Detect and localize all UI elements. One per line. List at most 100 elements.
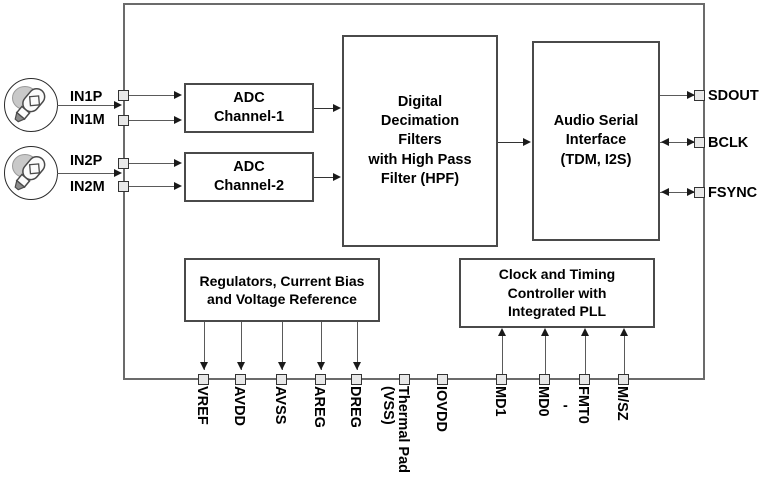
sdout-arrowhead xyxy=(687,91,695,99)
pin-label-fsync: FSYNC xyxy=(708,185,758,201)
pin-pad-iovdd xyxy=(437,374,448,385)
regulators-label-line2: and Voltage Reference xyxy=(207,291,357,307)
mic1-signal-line xyxy=(57,105,119,106)
avdd-arrowhead xyxy=(236,362,245,370)
clock-timing-controller-block: Clock and Timing Controller with Integra… xyxy=(459,258,655,328)
pin-pad-areg xyxy=(315,374,326,385)
filters-to-asi-arrowhead xyxy=(523,138,531,146)
pin-pad-in2m xyxy=(118,181,129,192)
adc-channel-1-block: ADC Channel-1 xyxy=(184,83,314,133)
in1m-to-adc1-arrowhead xyxy=(174,116,182,124)
clock-label-line3: Integrated PLL xyxy=(507,303,606,320)
fsync-arrowhead-left xyxy=(661,188,669,196)
audio-serial-interface-block: Audio Serial Interface (TDM, I2S) xyxy=(532,41,660,241)
ddf-label-line1: Digital xyxy=(397,94,443,111)
md0-line xyxy=(545,334,546,376)
in2p-to-adc2-arrowhead xyxy=(174,159,182,167)
avss-arrowhead xyxy=(277,362,286,370)
pin-pad-bclk xyxy=(694,137,705,148)
pin-label-dreg: DREG xyxy=(347,386,363,428)
areg-line xyxy=(321,322,322,370)
asi-to-sdout-line xyxy=(660,95,698,96)
pin-label-iovdd: IOVDD xyxy=(433,386,449,432)
msz-line xyxy=(624,334,625,376)
microphone-icon xyxy=(4,78,58,132)
dreg-arrowhead xyxy=(352,362,361,370)
pin-pad-md1 xyxy=(496,374,507,385)
vref-line xyxy=(204,322,205,370)
asi-label-line3: (TDM, I2S) xyxy=(560,151,632,168)
adc2-to-filters-line xyxy=(314,177,336,178)
microphone-icon xyxy=(4,146,58,200)
asi-label-line2: Interface xyxy=(565,132,627,149)
pin-pad-dreg xyxy=(351,374,362,385)
mic1-signal-arrowhead xyxy=(114,100,122,109)
digital-decimation-filters-block: Digital Decimation Filters with High Pas… xyxy=(342,35,498,247)
ddf-label-line5: Filter (HPF) xyxy=(380,170,460,187)
adc2-to-filters-arrowhead xyxy=(333,173,341,181)
filters-to-asi-line xyxy=(498,142,526,143)
pin-pad-avss xyxy=(276,374,287,385)
pin-pad-in1m xyxy=(118,115,129,126)
pin-label-in1p: IN1P xyxy=(70,89,103,105)
pin-pad-md0 xyxy=(539,374,550,385)
areg-arrowhead xyxy=(316,362,325,370)
pin-label-avdd: AVDD xyxy=(231,386,247,427)
pin-pad-in2p xyxy=(118,158,129,169)
avss-line xyxy=(282,322,283,370)
pin-label-in2m: IN2M xyxy=(70,179,105,195)
md1-arrowhead xyxy=(497,328,506,336)
ddf-label-line2: Decimation xyxy=(380,113,460,130)
asi-fsync-line xyxy=(660,192,698,193)
pin-pad-fmt0 xyxy=(579,374,590,385)
in2m-to-adc2-arrowhead xyxy=(174,182,182,190)
pin-pad-sdout xyxy=(694,90,705,101)
pin-label-thermal-pad: Thermal Pad xyxy=(395,386,411,474)
mic2-signal-arrowhead xyxy=(114,168,122,177)
asi-label-line1: Audio Serial xyxy=(553,113,639,130)
avdd-line xyxy=(241,322,242,370)
clock-label-line2: Controller with xyxy=(507,284,607,301)
in1p-to-adc1-arrowhead xyxy=(174,91,182,99)
adc2-label-line1: ADC xyxy=(233,158,265,175)
adc-channel-2-block: ADC Channel-2 xyxy=(184,152,314,202)
adc1-label-line1: ADC xyxy=(233,89,265,106)
pin-label-vref: VREF xyxy=(194,386,210,425)
pin-label-sdout: SDOUT xyxy=(708,88,759,104)
asi-bclk-line xyxy=(660,142,698,143)
md1-line xyxy=(502,334,503,376)
fsync-arrowhead-right xyxy=(687,188,695,196)
pin-label-areg: AREG xyxy=(311,386,327,428)
md0-arrowhead xyxy=(540,328,549,336)
pin-label-avss: AVSS xyxy=(272,386,288,425)
pin-label-fmt0: FMT0 xyxy=(575,386,591,424)
adc1-label-line2: Channel-1 xyxy=(213,109,285,125)
pin-pad-in1p xyxy=(118,90,129,101)
in2m-to-adc2-line xyxy=(129,186,176,187)
adc1-to-filters-line xyxy=(314,108,336,109)
pin-pad-thermal xyxy=(399,374,410,385)
regulators-label-line1: Regulators, Current Bias xyxy=(199,272,365,289)
pin-label-thermal-pad-vss: (VSS) xyxy=(380,386,396,425)
dreg-line xyxy=(357,322,358,370)
vref-arrowhead xyxy=(199,362,208,370)
pin-pad-msz xyxy=(618,374,629,385)
clock-label-line1: Clock and Timing xyxy=(498,266,616,283)
in1p-to-adc1-line xyxy=(129,95,176,96)
adc1-to-filters-arrowhead xyxy=(333,104,341,112)
pin-pad-vref xyxy=(198,374,209,385)
pin-label-msz: M/SZ xyxy=(614,386,630,421)
pin-label-md0: MD0 xyxy=(535,386,551,417)
pin-pad-avdd xyxy=(235,374,246,385)
pin-label-md1: MD1 xyxy=(492,386,508,417)
pin-label-in1m: IN1M xyxy=(70,112,105,128)
fmt0-arrowhead xyxy=(580,328,589,336)
bclk-arrowhead-left xyxy=(661,138,669,146)
ddf-label-line3: Filters xyxy=(398,132,442,149)
in1m-to-adc1-line xyxy=(129,120,176,121)
ddf-label-line4: with High Pass xyxy=(368,151,472,168)
fmt0-line xyxy=(585,334,586,376)
msz-arrowhead xyxy=(619,328,628,336)
pin-pad-fsync xyxy=(694,187,705,198)
